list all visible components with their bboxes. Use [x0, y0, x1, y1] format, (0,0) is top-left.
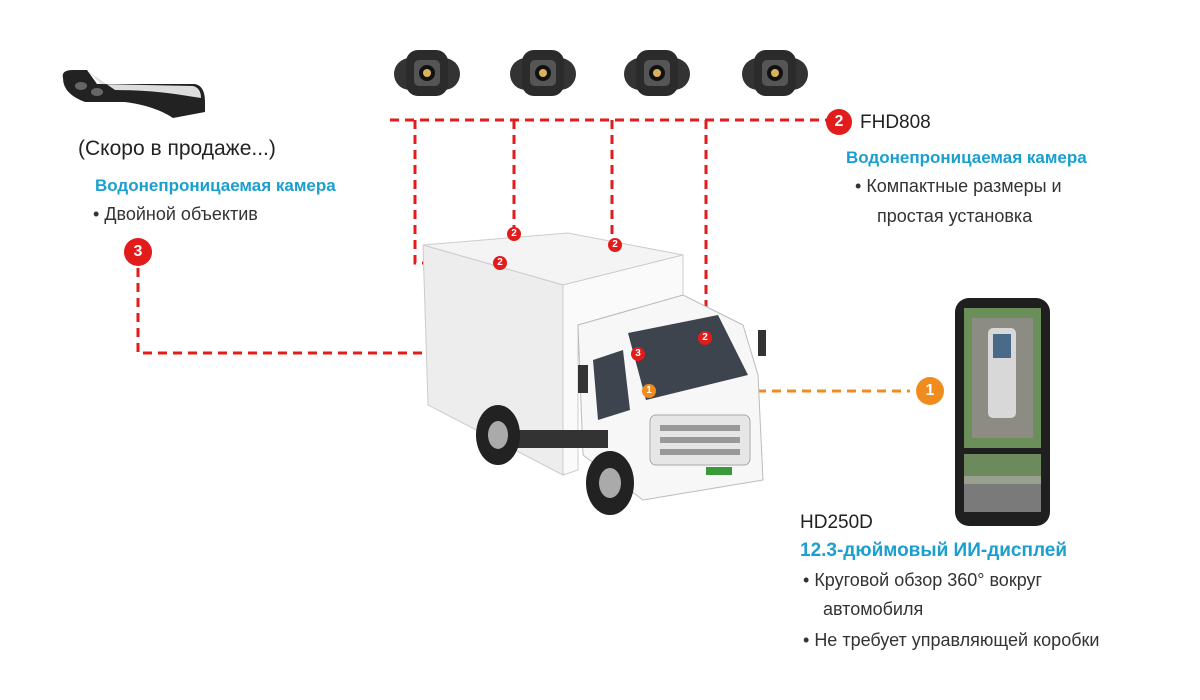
left-product-bullet-1: • Двойной объектив — [93, 204, 258, 224]
truck-marker-cam2-top-a: 2 — [507, 227, 521, 241]
ai-display-image — [955, 298, 1050, 526]
coming-soon-label: (Скоро в продаже...) — [78, 137, 276, 160]
display-bullet-1: • Круговой обзор 360° вокруг — [803, 570, 1043, 590]
display-model: HD250D — [800, 512, 873, 533]
compact-camera-1 — [394, 50, 460, 96]
compact-camera-bullet-1-cont: простая установка — [877, 206, 1033, 226]
compact-camera-model: FHD808 — [860, 112, 931, 133]
truck-image — [422, 232, 766, 515]
compact-camera-bullet-1: • Компактные размеры и — [855, 176, 1062, 196]
compact-camera-2 — [510, 50, 576, 96]
badge-compact-camera: 2 — [826, 109, 852, 135]
truck-marker-display: 1 — [642, 384, 656, 398]
truck-marker-cam2-side: 2 — [493, 256, 507, 270]
truck-marker-cam3: 3 — [631, 347, 645, 361]
display-bullet-1-cont: автомобиля — [823, 599, 924, 619]
dual-lens-camera-image — [62, 70, 205, 118]
badge-dual-lens-camera: 3 — [124, 238, 152, 266]
display-bullet-2: • Не требует управляющей коробки — [803, 630, 1100, 650]
compact-camera-3 — [624, 50, 690, 96]
display-title: 12.3-дюймовый ИИ-дисплей — [800, 540, 1068, 561]
truck-marker-cam2-top-b: 2 — [608, 238, 622, 252]
truck-marker-cam2-front: 2 — [698, 331, 712, 345]
compact-camera-title: Водонепроницаемая камера — [846, 148, 1087, 167]
badge-display: 1 — [916, 377, 944, 405]
display-camera-view — [964, 454, 1041, 512]
compact-camera-4 — [742, 50, 808, 96]
left-product-title: Водонепроницаемая камера — [95, 176, 336, 195]
display-surround-view — [964, 308, 1041, 448]
